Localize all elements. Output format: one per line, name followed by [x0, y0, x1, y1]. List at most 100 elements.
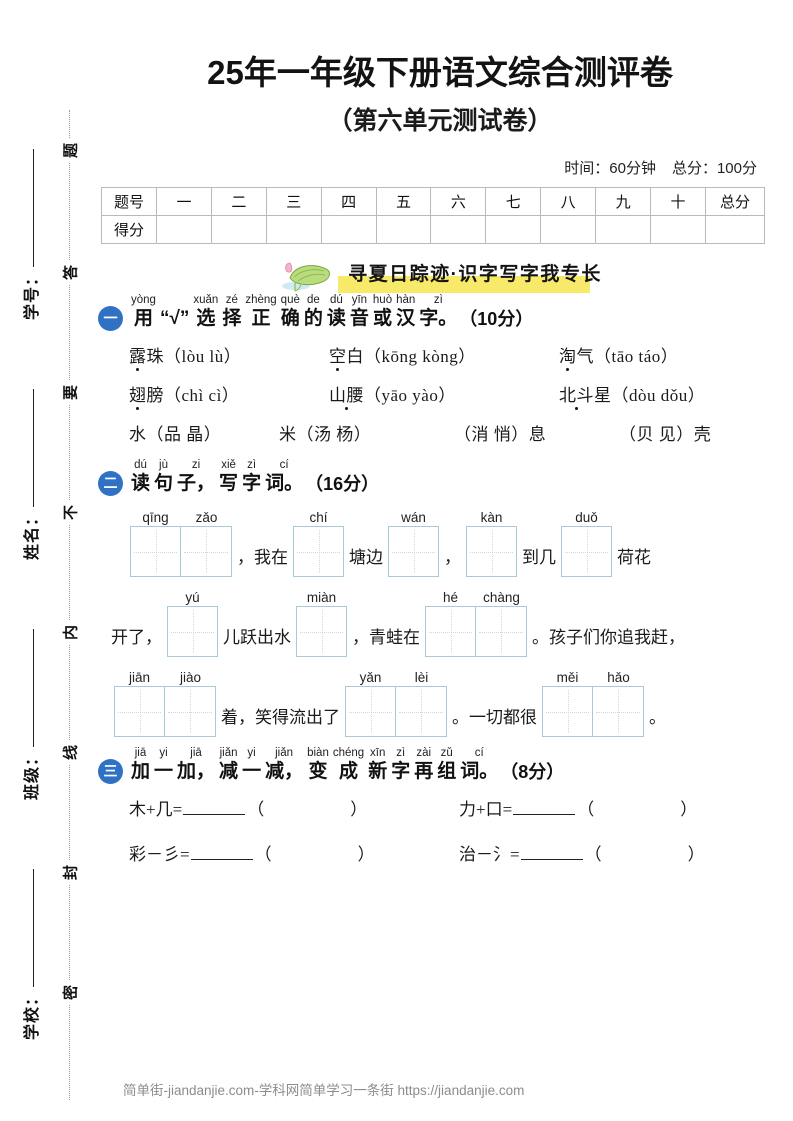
student-info-field-xuexiao[interactable]: 学校： — [18, 830, 42, 1040]
banner-title: 寻夏日踪迹·识字写字我专长 — [348, 264, 602, 286]
section-banner: 寻夏日踪迹·识字写字我专长 — [95, 260, 793, 294]
choice-item[interactable]: 翅膀（chì cì） — [129, 381, 329, 406]
tianzige-box[interactable] — [396, 686, 447, 738]
score-cell-5[interactable] — [430, 215, 487, 245]
tianzige-box[interactable] — [593, 686, 644, 738]
student-info-field-xuehao[interactable]: 学号： — [18, 110, 42, 320]
hanzi-text: 确 — [280, 308, 300, 330]
sentence-text: 儿跃出水 — [223, 628, 291, 648]
addsub-item[interactable]: 木+几=（） — [129, 795, 459, 820]
score-cell-0[interactable] — [156, 215, 212, 245]
addsub-expression: 彩－彡= — [129, 845, 190, 865]
tianzige-box[interactable] — [167, 606, 218, 658]
choice-item[interactable]: 空白（kōng kòng） — [329, 342, 559, 367]
choice-item[interactable]: 山腰（yāo yào） — [329, 381, 559, 406]
score-cell-9[interactable] — [650, 215, 706, 245]
pinyin-text: kàn — [480, 510, 503, 526]
pinyin-text: què — [280, 294, 300, 307]
seal-char-0: 题 — [59, 138, 81, 163]
score-cell-1[interactable] — [210, 215, 267, 245]
tianzige-group[interactable]: kàn — [466, 509, 517, 578]
sentence-text: ， — [444, 548, 461, 568]
choice-item[interactable]: （消 悄）息 — [454, 420, 619, 445]
score-table-col-8: 九 — [595, 187, 652, 217]
sentence-text: 。 — [649, 708, 666, 728]
tianzige-box[interactable] — [388, 526, 439, 578]
sentence-text: 到几 — [522, 548, 556, 568]
choice-item[interactable]: 北斗星（dòu dǒu） — [559, 381, 705, 406]
hanzi-text: 加， — [177, 761, 216, 783]
choice-text: 米（汤 杨） — [279, 425, 372, 445]
hanzi-text: 词。 — [460, 761, 499, 783]
addsub-item[interactable]: 治－氵=（） — [459, 840, 705, 865]
tianzige-group[interactable]: duǒ — [561, 509, 612, 578]
exam-total-label: 总分：100分 — [671, 160, 757, 178]
choice-row: 水（品 晶） 米（汤 杨） （消 悄）息 （贝 见）壳 — [129, 420, 793, 445]
choice-item[interactable]: 露珠（lòu lù） — [129, 342, 329, 367]
student-info-field-banji[interactable]: 班级： — [18, 590, 42, 800]
score-cell-8[interactable] — [595, 215, 652, 245]
pinyin-text: de — [306, 294, 320, 307]
score-cell-4[interactable] — [375, 215, 432, 245]
tianzige-group[interactable]: miàn — [296, 589, 347, 658]
paren-open: （ — [254, 845, 272, 865]
hanzi-text: 加 — [131, 761, 151, 783]
seal-char-2: 要 — [59, 380, 81, 405]
hanzi-text: 子， — [177, 473, 216, 495]
tianzige-box[interactable] — [542, 686, 593, 738]
addsub-answer-blank[interactable] — [520, 859, 583, 861]
tianzige-group[interactable]: wán — [388, 509, 439, 578]
pinyin-text: wán — [401, 510, 426, 526]
tianzige-box[interactable] — [293, 526, 344, 578]
tianzige-box[interactable] — [165, 686, 216, 738]
banner-highlight — [338, 276, 591, 294]
choice-item[interactable]: 米（汤 杨） — [279, 420, 454, 445]
pinyin-hint: wán — [388, 509, 439, 526]
addsub-item[interactable]: 力+口=（） — [459, 795, 697, 820]
addsub-answer-blank[interactable] — [190, 859, 253, 861]
tianzige-box[interactable] — [466, 526, 517, 578]
score-cell-total[interactable] — [705, 215, 765, 245]
score-cell-7[interactable] — [540, 215, 597, 245]
student-info-rule-xuehao — [33, 148, 34, 267]
pinyin-text: jù — [159, 459, 168, 472]
addsub-answer-blank[interactable] — [513, 814, 576, 816]
tianzige-group[interactable]: yú — [167, 589, 218, 658]
score-cell-2[interactable] — [265, 215, 322, 245]
choice-item[interactable]: 淘气（tāo táo） — [559, 342, 678, 367]
tianzige-box[interactable] — [345, 686, 396, 738]
score-cell-6[interactable] — [485, 215, 542, 245]
choice-item[interactable]: （贝 见）壳 — [619, 420, 711, 445]
tianzige-box[interactable] — [425, 606, 476, 658]
student-info-field-xingming[interactable]: 姓名： — [18, 350, 42, 560]
addsub-answer-blank[interactable] — [183, 814, 246, 816]
tianzige-box[interactable] — [114, 686, 165, 738]
tianzige-group[interactable]: chí — [293, 509, 344, 578]
score-cell-3[interactable] — [320, 215, 377, 245]
tianzige-box[interactable] — [130, 526, 181, 578]
score-table-total-header: 总分 — [705, 187, 765, 217]
tianzige-box[interactable] — [476, 606, 527, 658]
addsub-item[interactable]: 彩－彡=（） — [129, 840, 459, 865]
choice-item[interactable]: 水（品 晶） — [129, 420, 279, 445]
tianzige-box[interactable] — [561, 526, 612, 578]
pinyin-text: lèi — [414, 670, 429, 686]
score-table-col-5: 六 — [430, 187, 487, 217]
tianzige-box[interactable] — [296, 606, 347, 658]
question-3-exercises: 木+几=（） 力+口=（） 彩－彡=（） 治－氵=（） — [95, 795, 793, 865]
tianzige-box[interactable] — [181, 526, 232, 578]
